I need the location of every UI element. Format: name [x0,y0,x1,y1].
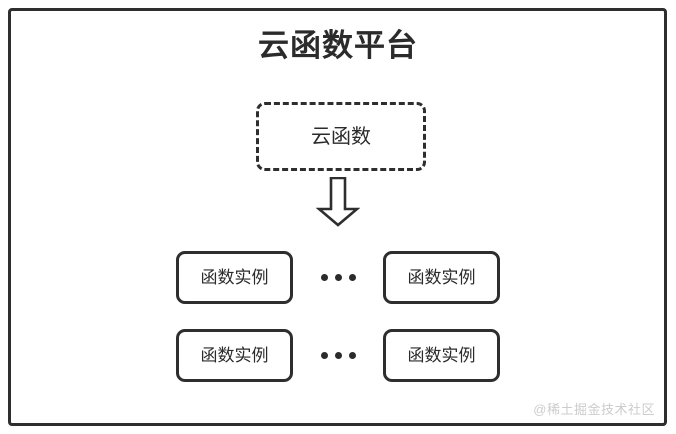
function-instance-box: 函数实例 [176,329,293,382]
ellipsis-dot-icon [334,274,342,281]
function-instance-box: 函数实例 [176,251,293,304]
function-instance-label: 函数实例 [200,268,269,287]
instance-row-1: 函数实例 函数实例 [0,251,676,304]
instance-row-2: 函数实例 函数实例 [0,329,676,382]
function-instance-label: 函数实例 [407,346,476,365]
ellipsis-dot-icon [320,352,328,359]
down-block-arrow-icon [315,176,361,227]
ellipsis-dot-icon [334,352,342,359]
function-instance-box: 函数实例 [383,251,500,304]
ellipsis-dot-icon [348,274,356,281]
cloud-function-label: 云函数 [311,125,371,148]
function-instance-box: 函数实例 [383,329,500,382]
ellipsis-dot-icon [348,352,356,359]
function-instance-label: 函数实例 [200,346,269,365]
cloud-function-node: 云函数 [256,102,426,171]
function-instance-label: 函数实例 [407,268,476,287]
ellipsis-separator [293,329,383,382]
watermark: @稀土掘金技术社区 [533,402,655,417]
ellipsis-dot-icon [320,274,328,281]
page-title: 云函数平台 [258,28,418,63]
ellipsis-separator [293,251,383,304]
